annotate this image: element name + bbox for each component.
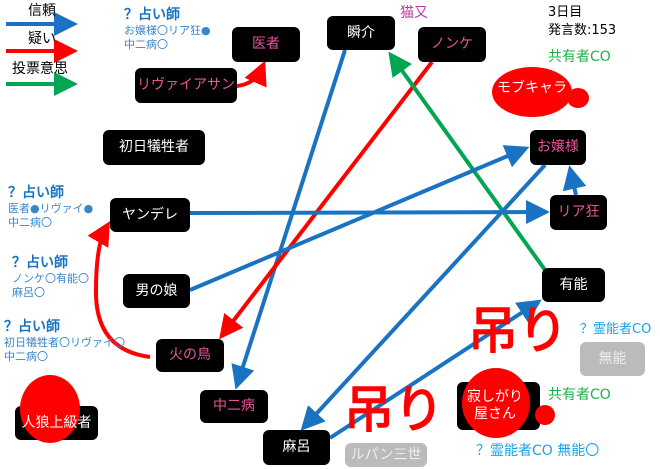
node-lupin[interactable]: ルパン三世 <box>345 443 427 467</box>
day-label: 3日目 <box>548 5 583 20</box>
seer-note-1: ？占い師 お嬢様〇リア狂● 中二病〇 <box>124 4 211 52</box>
arrow-ojousama-maro <box>300 163 547 431</box>
arrow-otokonoko-ojousama <box>189 145 530 292</box>
blood-splat <box>567 88 589 108</box>
seer-line: 中二病〇 <box>4 350 48 363</box>
seer-title: ？占い師 <box>124 7 180 23</box>
node-sabishigari[interactable]: 寂しがり屋さん <box>467 389 523 422</box>
node-mob[interactable]: モブキャラ <box>497 79 567 96</box>
seer-line: お嬢様〇リア狂● <box>124 24 211 37</box>
sharer-co-label: 共有者CO <box>548 49 611 65</box>
medium-co-label: ？霊能者CO <box>580 322 652 337</box>
arrow-leviathan-isha <box>236 60 267 88</box>
status: 3日目 発言数:153 <box>548 4 616 40</box>
arrow-riakyou-ojousama <box>562 165 587 196</box>
medium-co-label-2: ？霊能者CO 無能〇 <box>476 443 600 459</box>
node-riakyou[interactable]: リア狂 <box>550 195 607 230</box>
seer-line: 中二病〇 <box>8 216 52 229</box>
legend-arrows <box>6 12 78 96</box>
seer-title: ？占い師 <box>8 185 64 201</box>
nekomata-label: 猫又 <box>400 5 428 21</box>
seer-line: 初日犠牲者〇リヴァイ〇 <box>4 336 125 349</box>
legend-trust-label: 信頼 <box>28 3 56 19</box>
node-first-victim[interactable]: 初日犠牲者 <box>103 130 205 165</box>
legend-doubt-label: 疑い <box>28 31 56 47</box>
blood-splat <box>535 405 555 425</box>
node-werewolf-pro[interactable]: 人狼上級者 <box>21 414 92 431</box>
seer-title: ？占い師 <box>4 319 60 335</box>
hanged-label: 吊り <box>468 302 568 360</box>
node-ojousama[interactable]: お嬢様 <box>530 130 586 165</box>
node-yuunou[interactable]: 有能 <box>542 268 605 302</box>
blood-splat <box>20 375 80 443</box>
node-shunsuke[interactable]: 瞬介 <box>327 16 395 50</box>
blood-splat <box>492 67 572 117</box>
legend-vote-label: 投票意思 <box>12 61 68 77</box>
seer-line: 医者●リヴァイ● <box>8 202 94 215</box>
node-isha[interactable]: 医者 <box>232 27 300 62</box>
node-munou[interactable]: 無能 <box>580 342 645 376</box>
node-hinotori[interactable]: 火の鳥 <box>156 339 224 372</box>
seer-note-4: ？占い師 初日犠牲者〇リヴァイ〇 中二病〇 <box>4 316 125 364</box>
seer-line: 中二病〇 <box>124 38 168 51</box>
node-maro[interactable]: 麻呂 <box>263 430 330 465</box>
seer-note-3: ？占い師 ノンケ〇有能〇 麻呂〇 <box>12 252 89 300</box>
arrow-hinotori-yandere <box>87 221 151 359</box>
node-yandere[interactable]: ヤンデレ <box>110 198 190 232</box>
node-nonke[interactable]: ノンケ <box>418 27 486 62</box>
blood-splat <box>462 368 530 438</box>
arrow-maro-yuunou <box>328 299 542 440</box>
node-otokonoko[interactable]: 男の娘 <box>123 274 190 308</box>
seer-title: ？占い師 <box>12 255 68 271</box>
seer-line: 麻呂〇 <box>12 286 45 299</box>
seer-line: ノンケ〇有能〇 <box>12 272 89 285</box>
node-chuunibyou[interactable]: 中二病 <box>200 390 268 423</box>
arrow-shunsuke-chuunibyou <box>231 49 347 390</box>
arrow-yuunou-shunsuke <box>388 51 547 272</box>
sharer-co-label-2: 共有者CO <box>548 387 611 403</box>
arrow-nonke-hinotori <box>219 60 434 340</box>
arrow-yandere-riakyou <box>189 200 550 225</box>
post-count: 発言数:153 <box>548 23 617 38</box>
node-leviathan[interactable]: リヴァイアサン <box>135 68 237 103</box>
hanged-label-2: 吊り <box>344 381 444 439</box>
seer-note-2: ？占い師 医者●リヴァイ● 中二病〇 <box>8 182 93 230</box>
